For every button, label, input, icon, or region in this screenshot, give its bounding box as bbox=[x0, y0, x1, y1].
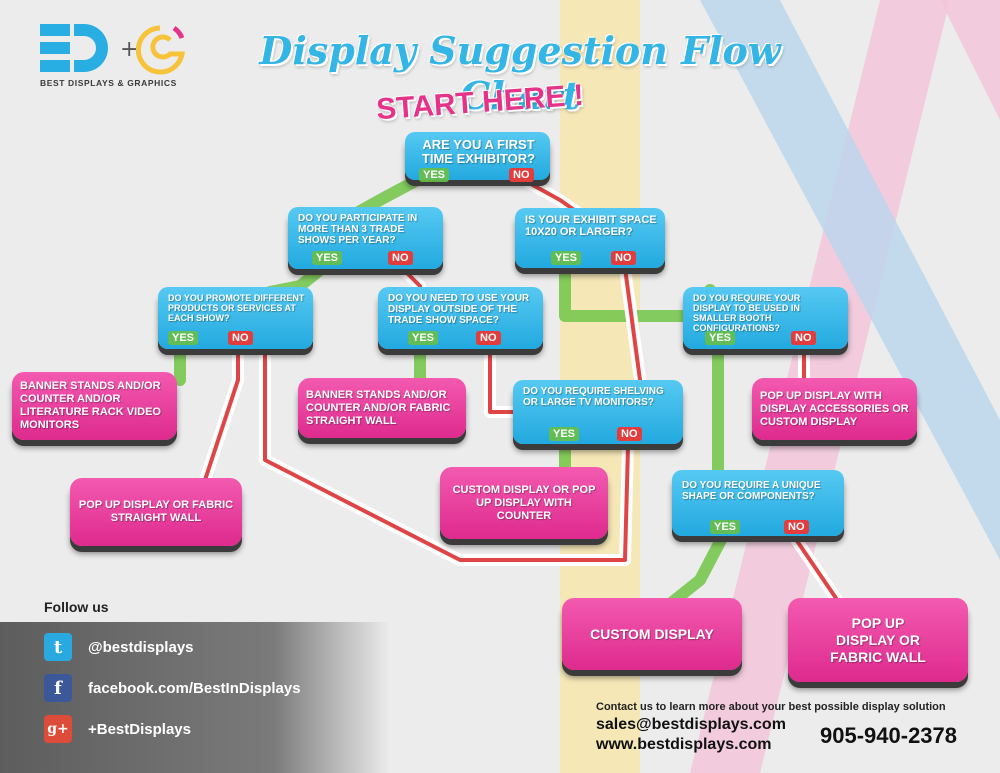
no-label: NO bbox=[476, 331, 501, 345]
question-shelving-tv-monitors: DO YOU REQUIRE SHELVING OR LARGE TV MONI… bbox=[513, 380, 683, 444]
result-banner-stands-literature-rack: BANNER STANDS AND/OR COUNTER AND/OR LITE… bbox=[12, 372, 177, 440]
no-label: NO bbox=[388, 251, 413, 265]
result-pop-up-or-fabric-straight-wall: POP UP DISPLAY OR FABRIC STRAIGHT WALL bbox=[70, 478, 242, 546]
no-label: NO bbox=[784, 520, 809, 534]
page-title: Display Suggestion Flow Chart bbox=[259, 28, 781, 118]
result-text: POP UP DISPLAY OR FABRIC WALL bbox=[830, 614, 926, 665]
question-text: DO YOU NEED TO USE YOUR DISPLAY OUTSIDE … bbox=[388, 293, 530, 326]
question-text: DO YOU REQUIRE YOUR DISPLAY TO BE USED I… bbox=[693, 293, 801, 333]
google-plus-icon: g+ bbox=[44, 715, 72, 743]
google-plus-handle: +BestDisplays bbox=[88, 720, 191, 738]
no-label: NO bbox=[617, 427, 642, 441]
yes-label: YES bbox=[312, 251, 343, 265]
question-promote-different-products: DO YOU PROMOTE DIFFERENT PRODUCTS OR SER… bbox=[158, 287, 313, 349]
question-display-outside-trade-show: DO YOU NEED TO USE YOUR DISPLAY OUTSIDE … bbox=[378, 287, 543, 349]
question-smaller-booth-configurations: DO YOU REQUIRE YOUR DISPLAY TO BE USED I… bbox=[683, 287, 848, 349]
question-text: DO YOU REQUIRE A UNIQUE SHAPE OR COMPONE… bbox=[682, 480, 821, 502]
svg-text:+: + bbox=[120, 37, 138, 62]
yes-label: YES bbox=[549, 427, 580, 441]
social-link-facebook[interactable]: f facebook.com/BestInDisplays bbox=[44, 673, 301, 703]
result-text: BANNER STANDS AND/OR COUNTER AND/OR LITE… bbox=[20, 380, 161, 431]
twitter-icon: t bbox=[44, 633, 72, 661]
facebook-url: facebook.com/BestInDisplays bbox=[88, 679, 301, 697]
contact-email-link[interactable]: sales@bestdisplays.com bbox=[596, 716, 786, 733]
result-custom-display: CUSTOM DISPLAY bbox=[562, 598, 742, 670]
question-text: ARE YOU A FIRST TIME EXHIBITOR? bbox=[421, 137, 536, 166]
no-label: NO bbox=[509, 168, 534, 182]
company-logo: + BEST DISPLAYS & GRAPHICS bbox=[40, 18, 190, 93]
no-label: NO bbox=[791, 331, 816, 345]
question-text: DO YOU PARTICIPATE IN MORE THAN 3 TRADE … bbox=[298, 213, 418, 246]
result-text: POP UP DISPLAY OR FABRIC STRAIGHT WALL bbox=[78, 499, 234, 524]
question-trade-shows-per-year: DO YOU PARTICIPATE IN MORE THAN 3 TRADE … bbox=[288, 207, 443, 269]
website-link[interactable]: www.bestdisplays.com bbox=[596, 736, 772, 753]
yes-label: YES bbox=[419, 168, 450, 182]
yes-label: YES bbox=[408, 331, 439, 345]
question-first-time-exhibitor: ARE YOU A FIRST TIME EXHIBITOR? YES NO bbox=[405, 132, 550, 182]
logo-mark-icon: + bbox=[40, 24, 186, 75]
result-pop-up-or-fabric-wall: POP UP DISPLAY OR FABRIC WALL bbox=[788, 598, 968, 682]
yes-label: YES bbox=[705, 331, 736, 345]
yes-label: YES bbox=[551, 251, 582, 265]
result-text: POP UP DISPLAY WITH DISPLAY ACCESSORIES … bbox=[760, 389, 909, 428]
yes-label: YES bbox=[710, 520, 741, 534]
brand-name: BEST DISPLAYS & GRAPHICS bbox=[40, 78, 177, 88]
result-pop-up-with-accessories: POP UP DISPLAY WITH DISPLAY ACCESSORIES … bbox=[752, 378, 917, 440]
question-text: IS YOUR EXHIBIT SPACE 10X20 OR LARGER? bbox=[525, 214, 657, 238]
result-text: BANNER STANDS AND/OR COUNTER AND/OR FABR… bbox=[306, 388, 451, 427]
no-label: NO bbox=[228, 331, 253, 345]
facebook-icon: f bbox=[44, 674, 72, 702]
yes-label: YES bbox=[168, 331, 199, 345]
result-text: CUSTOM DISPLAY OR POP UP DISPLAY WITH CO… bbox=[452, 483, 596, 522]
yes-path bbox=[664, 532, 728, 610]
twitter-handle: @bestdisplays bbox=[88, 638, 194, 656]
result-text: CUSTOM DISPLAY bbox=[590, 625, 714, 642]
result-custom-or-pop-up-with-counter: CUSTOM DISPLAY OR POP UP DISPLAY WITH CO… bbox=[440, 467, 608, 539]
social-link-google-plus[interactable]: g+ +BestDisplays bbox=[44, 714, 191, 744]
phone-number[interactable]: 905-940-2378 bbox=[820, 723, 958, 748]
contact-message: Contact us to learn more about your best… bbox=[596, 701, 946, 713]
question-exhibit-space-size: IS YOUR EXHIBIT SPACE 10X20 OR LARGER? Y… bbox=[515, 208, 665, 268]
social-link-twitter[interactable]: t @bestdisplays bbox=[44, 632, 194, 662]
follow-us-heading: Follow us bbox=[44, 599, 109, 615]
question-text: DO YOU REQUIRE SHELVING OR LARGE TV MONI… bbox=[523, 386, 664, 408]
question-unique-shape-components: DO YOU REQUIRE A UNIQUE SHAPE OR COMPONE… bbox=[672, 470, 844, 536]
result-banner-stands-fabric-wall: BANNER STANDS AND/OR COUNTER AND/OR FABR… bbox=[298, 378, 466, 438]
question-text: DO YOU PROMOTE DIFFERENT PRODUCTS OR SER… bbox=[168, 293, 305, 323]
no-label: NO bbox=[611, 251, 636, 265]
